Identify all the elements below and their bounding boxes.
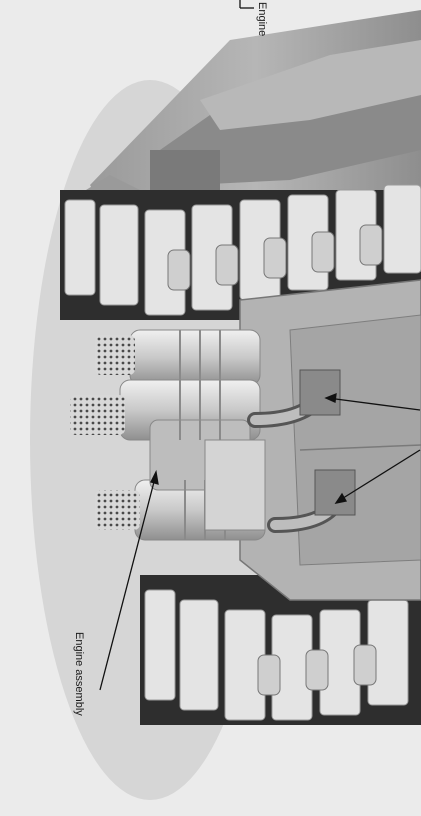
engine-assembly [120,330,265,540]
engine-assembly-label: Engine assembly [73,632,84,716]
engine-label: Engine [256,2,267,36]
rear-hull [240,280,421,600]
